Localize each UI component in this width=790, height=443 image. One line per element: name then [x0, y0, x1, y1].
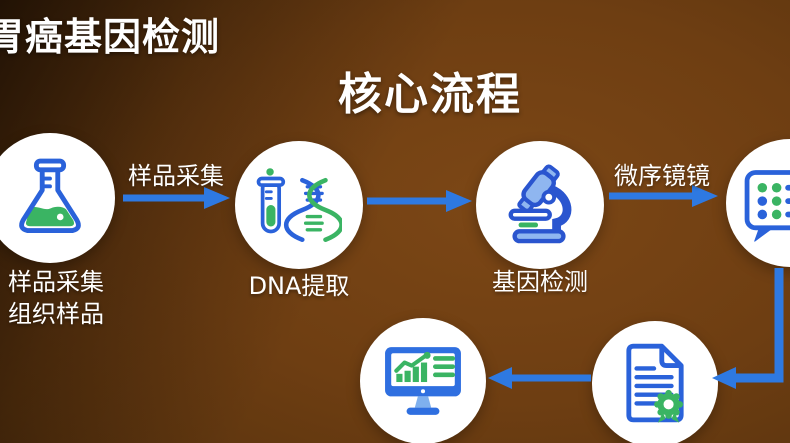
step-label-sample-collection: 样品采集 组织样品: [0, 266, 131, 330]
step-node-data-analysis: [360, 318, 486, 443]
microscope-icon: [508, 164, 572, 244]
step-node-sample-collection: [0, 133, 115, 263]
arrow-label-collect: 样品采集: [128, 162, 224, 190]
step-node-gene-testing: [476, 141, 604, 269]
step-label-line: 组织样品: [8, 300, 104, 328]
step-node-certified-report: [592, 321, 718, 443]
arrow-label-sequence: 微序镜镜: [614, 162, 710, 190]
step-label-dna-extraction: DNA提取: [248, 272, 350, 300]
arrow-sequence: [609, 185, 718, 207]
section-title: 核心流程: [338, 69, 522, 120]
flask-icon: [19, 158, 81, 234]
arrow-to-testing: [367, 190, 472, 212]
step-node-report-list: [726, 139, 790, 267]
report-list-icon: [744, 170, 790, 242]
step-node-dna-extraction: [235, 141, 363, 269]
page-title: 胃癌基因检测: [0, 15, 221, 59]
step-label-gene-testing: 基因检测: [492, 268, 588, 296]
award-rosette: [654, 389, 684, 419]
testtube-dna-icon: [256, 168, 342, 243]
certificate-document-icon: [626, 343, 684, 423]
arrow-down-elbow: [712, 268, 784, 389]
monitor-chart-icon: [385, 347, 461, 415]
arrow-collect: [123, 187, 230, 209]
arrow-to-analysis: [488, 367, 591, 389]
step-label-line: 样品采集: [8, 268, 104, 296]
